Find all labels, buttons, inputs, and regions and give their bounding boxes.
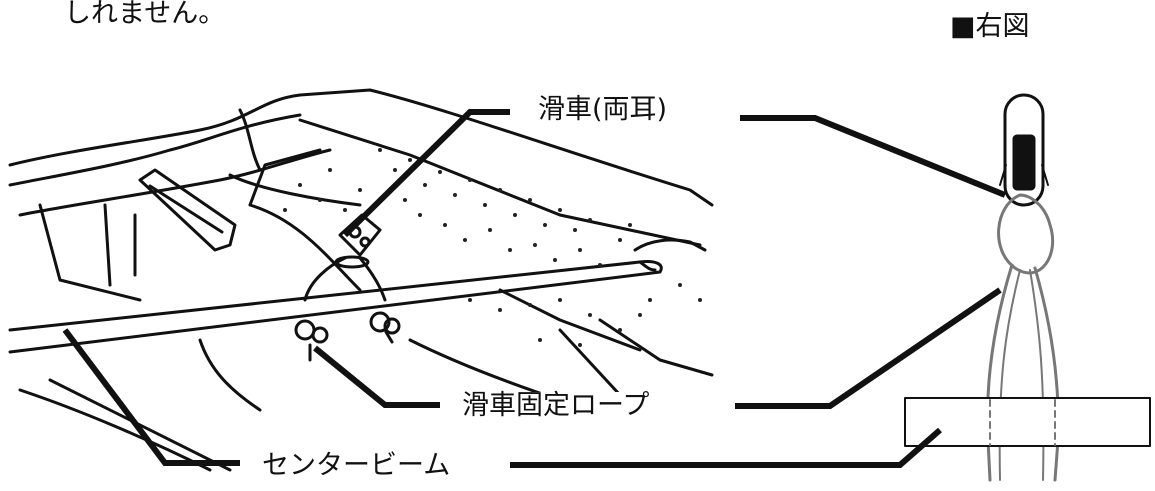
boat-illustration <box>8 88 714 472</box>
leader-pulley-right <box>740 115 1007 198</box>
deck-speckles <box>283 148 702 347</box>
label-pulley: 滑車(両耳) <box>532 96 674 123</box>
leader-beam-right <box>510 427 942 468</box>
leader-rope-left <box>313 345 440 408</box>
label-center-beam: センタービーム <box>256 452 457 479</box>
label-pulley-rope: 滑車固定ロープ <box>456 392 656 419</box>
right-figure-title: ■右図 <box>950 11 1030 42</box>
leader-lines <box>62 109 1007 468</box>
leader-rope-right <box>735 287 1002 409</box>
leader-pulley-left <box>342 109 510 238</box>
pulley-figure <box>904 93 1151 482</box>
leader-beam-left <box>62 328 240 466</box>
top-text: しれません。 <box>64 0 226 29</box>
